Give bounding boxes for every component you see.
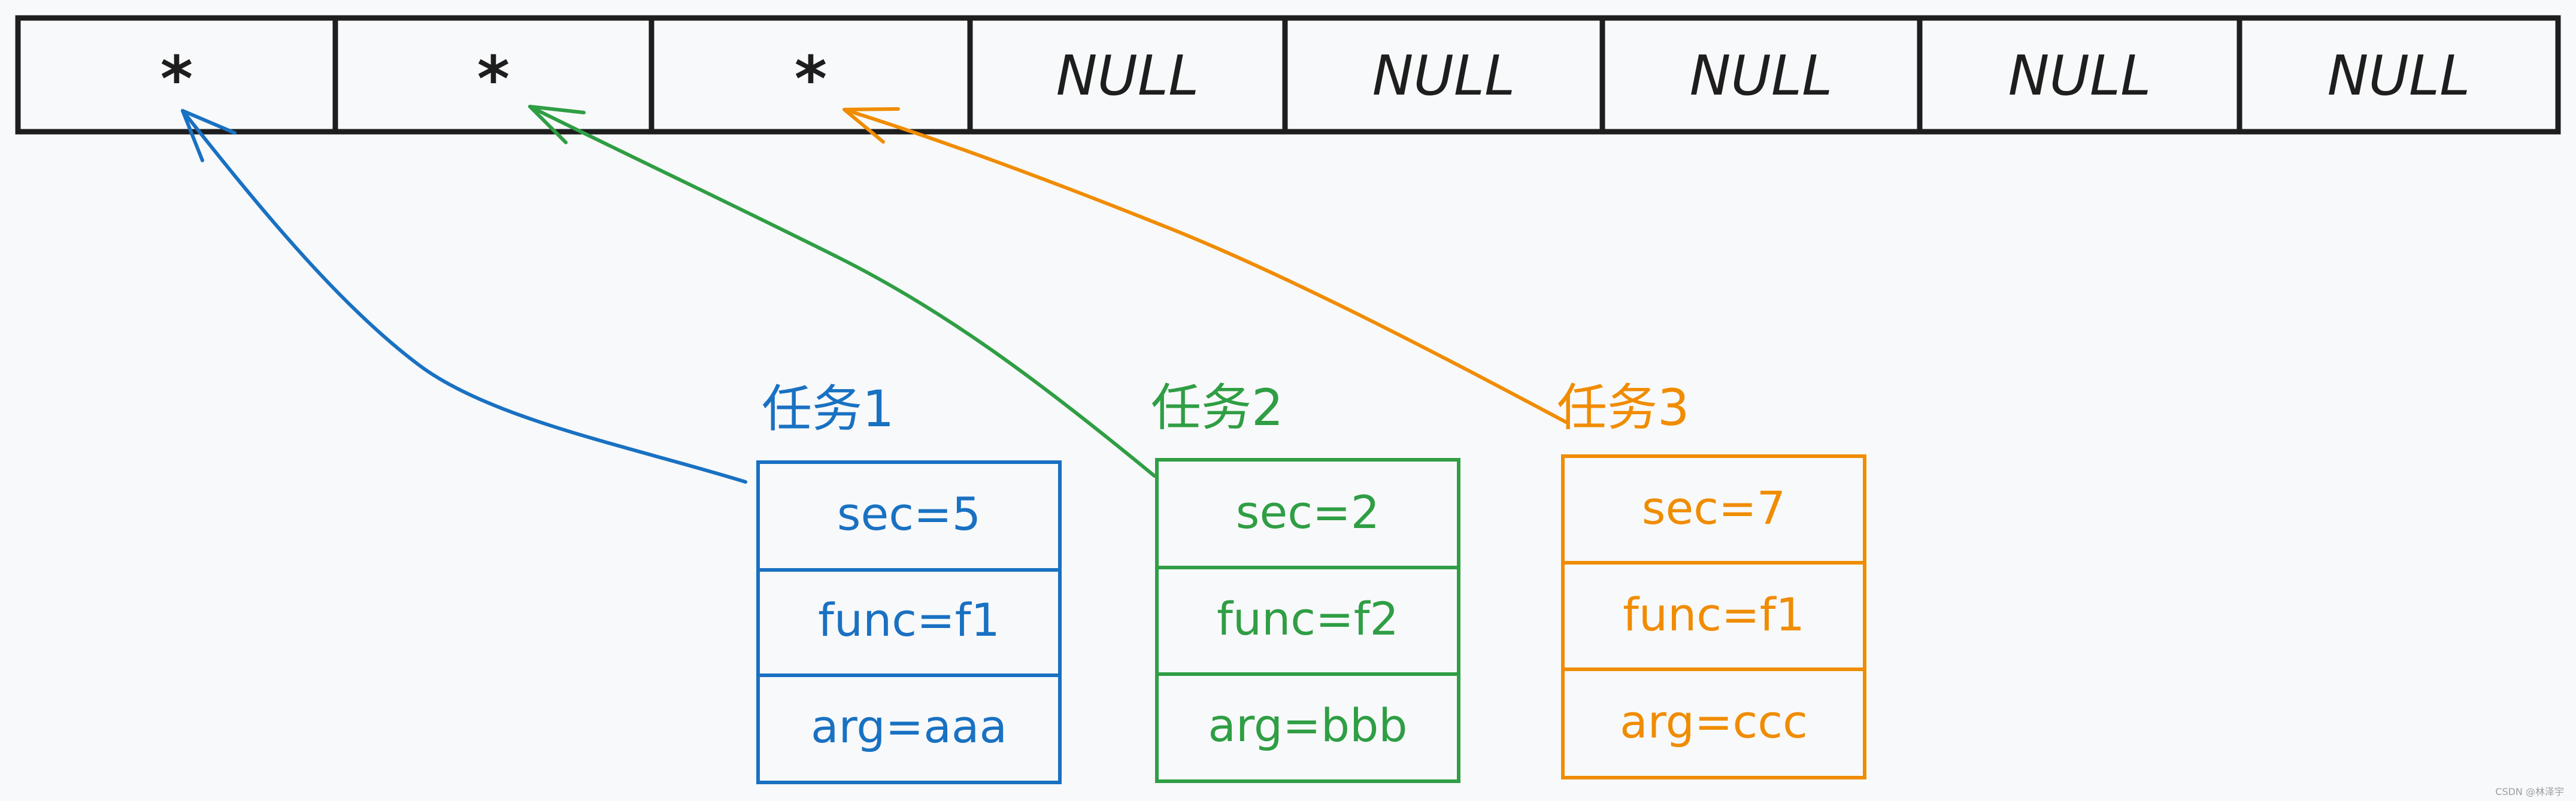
- task-2: 任务2 sec=2 func=f2 arg=bbb: [528, 105, 1460, 783]
- task-1-arrow: [181, 109, 747, 484]
- task-1-title: 任务1: [762, 380, 894, 438]
- task-2-field-sec: sec=2: [1236, 486, 1380, 539]
- task-2-field-arg: arg=bbb: [1208, 699, 1407, 752]
- task-3-arrow: [842, 108, 1568, 424]
- pointer-array: * * * NULL NULL NULL NULL NULL: [15, 15, 2561, 135]
- task-2-title: 任务2: [1151, 378, 1283, 437]
- task-3-field-sec: sec=7: [1642, 481, 1786, 535]
- task-3: 任务3 sec=7 func=f1 arg=ccc: [842, 107, 1866, 779]
- array-cell-5: NULL: [1690, 44, 1833, 108]
- array-outline: [15, 15, 2561, 135]
- task-2-arrow: [528, 105, 1156, 478]
- array-cell-2: *: [795, 43, 827, 116]
- task-3-field-arg: arg=ccc: [1620, 695, 1808, 748]
- task-1-field-sec: sec=5: [837, 487, 981, 541]
- array-cell-7: NULL: [2328, 44, 2471, 108]
- task-1-field-func: func=f1: [818, 593, 1000, 647]
- task-3-arrowhead: [842, 107, 900, 144]
- task-3-title: 任务3: [1557, 378, 1689, 437]
- array-cell-4: NULL: [1372, 44, 1516, 108]
- task-1-arrowhead: [181, 109, 237, 162]
- array-cell-1: *: [477, 43, 510, 116]
- task-2-box: [1155, 458, 1460, 783]
- task-1-box: [756, 460, 1062, 784]
- task-1: 任务1 sec=5 func=f1 arg=aaa: [181, 109, 1062, 784]
- task-1-field-arg: arg=aaa: [811, 700, 1007, 753]
- watermark: CSDN @林泽宇: [2495, 786, 2564, 797]
- array-cell-0: *: [160, 43, 193, 116]
- task-3-field-func: func=f1: [1623, 588, 1805, 641]
- task-2-arrowhead: [528, 105, 586, 144]
- task-3-box: [1561, 454, 1866, 779]
- array-cell-6: NULL: [2008, 44, 2151, 108]
- array-cell-3: NULL: [1056, 44, 1199, 108]
- task-2-field-func: func=f2: [1217, 592, 1399, 645]
